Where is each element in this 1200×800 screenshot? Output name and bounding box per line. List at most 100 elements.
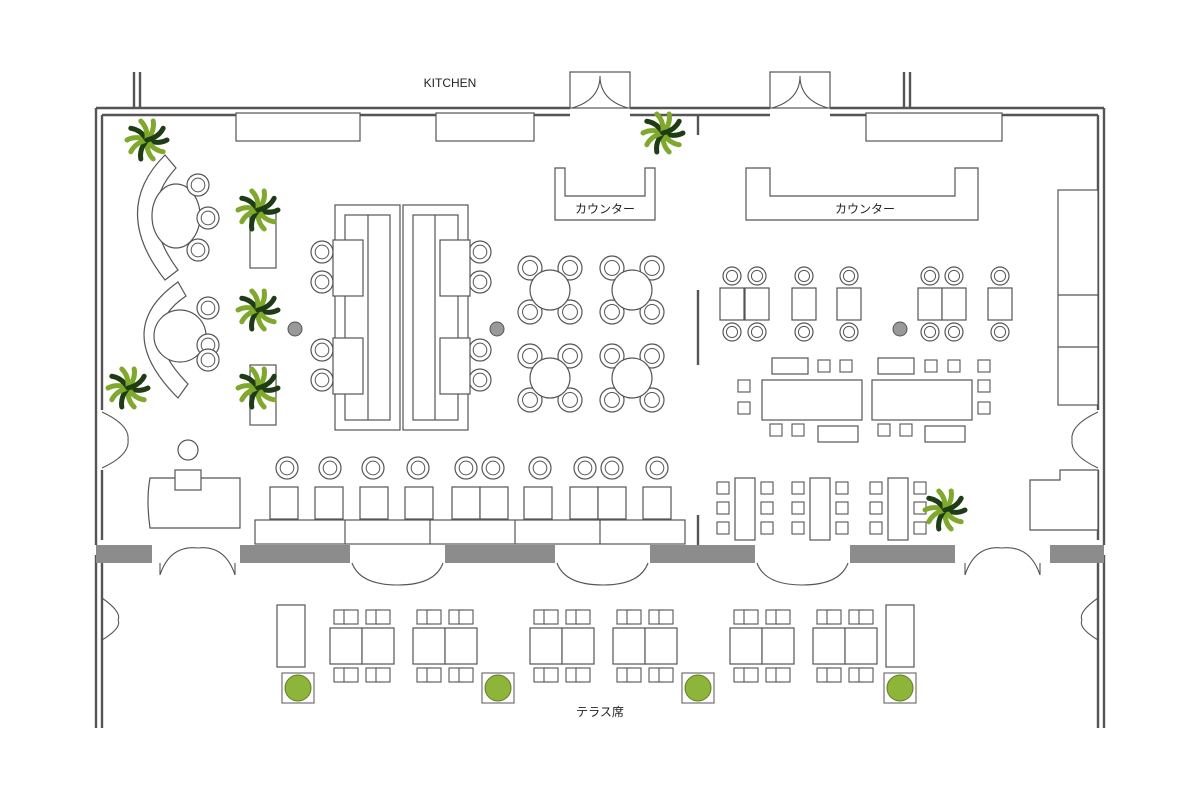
table [479,486,509,520]
kitchen-door-left [569,71,631,109]
chair [826,667,842,683]
table [612,627,646,665]
doors [101,71,1099,641]
table [812,627,846,665]
door-bottom-3 [756,562,849,586]
armchair [318,456,342,480]
armchair [361,456,385,480]
armchair [722,266,742,286]
armchair [310,240,334,264]
terrace-label: テラス席 [576,704,624,719]
table [987,287,1013,321]
armchair [310,270,334,294]
banquette-bottom [254,519,686,545]
door-bottom-1 [351,562,444,586]
armchair [454,456,478,480]
chair [835,481,849,495]
table [332,239,364,297]
plant-icon [640,111,686,155]
armchair [528,456,552,480]
plant-icon [235,188,281,232]
chair [375,667,391,683]
armchair [639,299,665,325]
armchair [990,266,1010,286]
chair [658,667,674,683]
table [314,486,344,520]
table [451,486,481,520]
table [412,627,446,665]
table [744,287,770,321]
armchair [517,299,543,325]
door-right-wall [1071,411,1099,469]
armchair [196,296,220,320]
table [439,239,471,297]
table [561,627,595,665]
kitchen-label: KITCHEN [424,76,477,90]
chair [626,609,642,625]
table [404,486,434,520]
column [892,321,908,337]
table [761,627,795,665]
chair [877,423,891,437]
table [642,486,672,520]
curved-sofa-area [137,154,207,399]
chair [839,359,853,373]
door-bottom-left [159,547,236,576]
table [444,627,478,665]
booth-block-center [334,204,469,431]
chair [769,423,783,437]
armchair [557,255,583,281]
terrace-wall-band [96,545,1104,563]
door-bottom-2 [556,562,649,586]
armchair [481,456,505,480]
chair [913,481,927,495]
chair [913,521,927,535]
armchair [639,255,665,281]
table [269,486,299,520]
chair [626,667,642,683]
armchair [639,343,665,369]
door-terrace-right [1080,597,1099,641]
armchair [794,322,814,342]
armchair [468,338,492,362]
plant-icon [105,366,151,410]
round-table [529,357,571,399]
armchair [468,270,492,294]
counter-right [745,167,979,221]
chair [817,359,831,373]
chair [869,481,883,495]
table [719,287,745,321]
chair [775,609,791,625]
armchair [186,173,210,197]
chair [343,667,359,683]
table [809,477,831,541]
reception-desk [147,439,241,529]
chair [716,501,730,515]
chair [791,501,805,515]
chair [977,401,991,415]
round-table [611,357,653,399]
table [569,486,599,520]
armchair [920,322,940,342]
door-left-wall [101,411,129,469]
chair [343,609,359,625]
potted-plant-icon [481,672,515,704]
armchair [310,368,334,392]
chair [737,379,751,393]
chair [458,667,474,683]
table [529,627,563,665]
chair [858,667,874,683]
armchair [557,343,583,369]
chair [760,521,774,535]
armchair [573,456,597,480]
round-table [611,269,653,311]
chair [375,609,391,625]
armchair [747,322,767,342]
chair [458,609,474,625]
table [836,287,862,321]
chair [575,609,591,625]
door-terrace-left [101,597,120,641]
table [523,486,553,520]
round-table [529,269,571,311]
armchair [599,343,625,369]
